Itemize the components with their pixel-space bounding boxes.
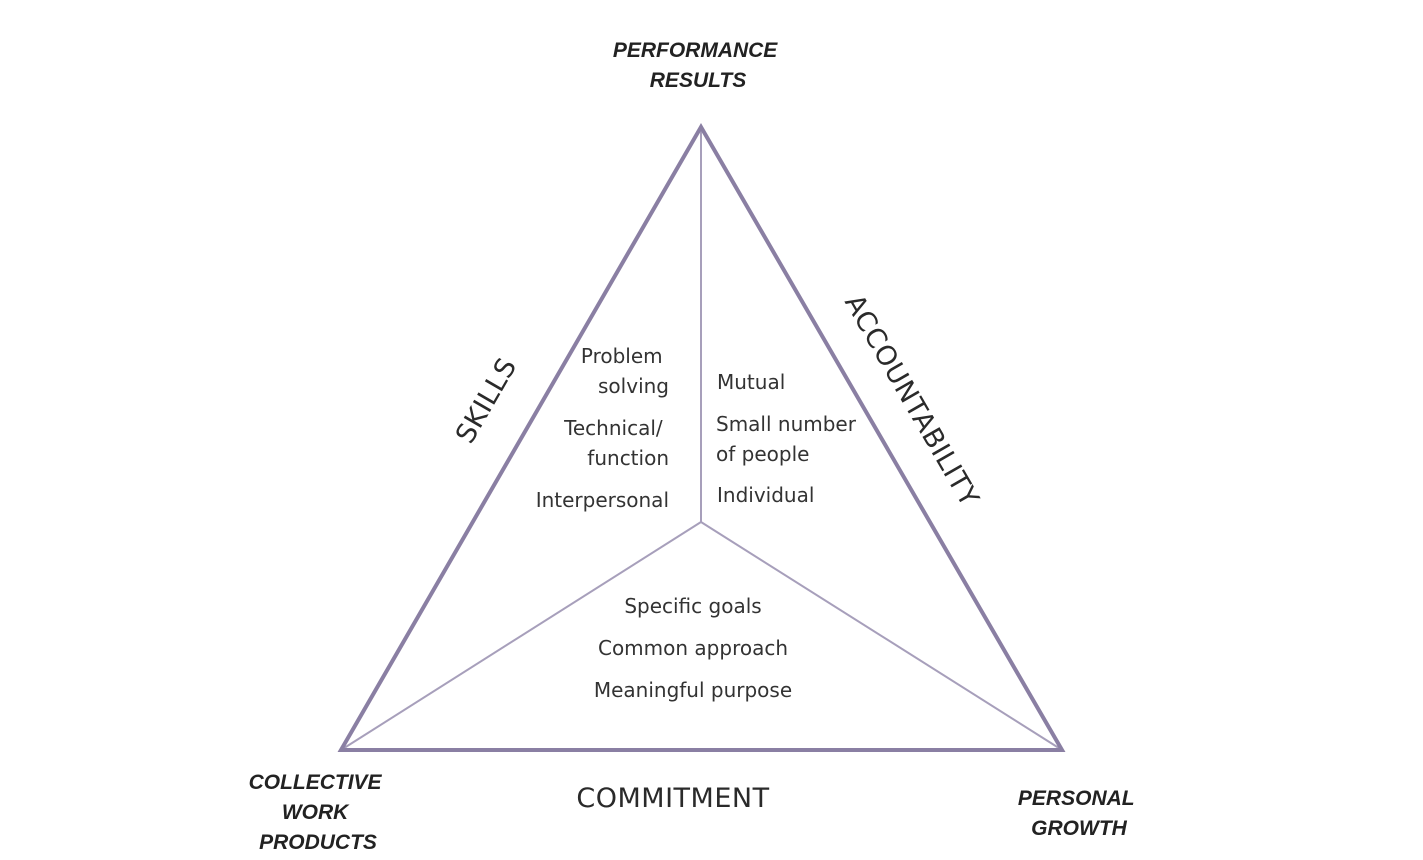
accountability-item-small-number-line-1: Small number [716,412,857,436]
side-label-skills: SKILLS [450,353,523,449]
skills-item-problem-solving: Problem solving [581,344,669,398]
corner-label-bottom-right: PERSONAL GROWTH [1018,787,1140,840]
commitment-item-meaningful-purpose: Meaningful purpose [594,678,792,702]
outer-triangle [337,123,1066,752]
accountability-item-small-number-line-2: of people [716,442,809,466]
corner-label-top: PERFORMANCE RESULTS [613,39,783,92]
commitment-item-meaningful-purpose-line-1: Meaningful purpose [594,678,792,702]
skills-item-problem-solving-line-1: Problem [581,344,663,368]
accountability-item-mutual-line-1: Mutual [717,370,785,394]
skills-item-interpersonal-line-1: Interpersonal [536,488,669,512]
accountability-item-mutual: Mutual [717,370,785,394]
corner-label-bottom-left-line-2: WORK [282,801,350,824]
accountability-item-small-number: Small number of people [716,412,862,466]
accountability-item-individual-line-1: Individual [717,483,814,507]
corner-label-top-line-1: PERFORMANCE [613,39,778,62]
skills-item-problem-solving-line-2: solving [598,374,669,398]
corner-label-bottom-right-line-1: PERSONAL [1018,787,1134,810]
skills-item-technical-function-line-1: Technical/ [563,416,663,440]
corner-label-bottom-left: COLLECTIVE WORK PRODUCTS [249,771,388,854]
commitment-item-common-approach: Common approach [598,636,788,660]
commitment-item-specific-goals-line-1: Specific goals [624,594,761,618]
commitment-item-common-approach-line-1: Common approach [598,636,788,660]
accountability-item-individual: Individual [717,483,814,507]
corner-label-top-line-2: RESULTS [650,69,746,92]
divider-center-to-bottom-right [700,521,1063,751]
corner-label-bottom-left-line-3: PRODUCTS [259,831,377,854]
skills-item-technical-function-line-2: function [587,446,669,470]
divider-center-to-bottom-left [340,521,702,751]
side-label-commitment: COMMITMENT [576,783,769,814]
corner-label-bottom-right-line-2: GROWTH [1031,817,1127,840]
commitment-item-specific-goals: Specific goals [624,594,761,618]
corner-label-bottom-left-line-1: COLLECTIVE [249,771,383,794]
skills-item-technical-function: Technical/ function [563,416,669,470]
skills-item-interpersonal: Interpersonal [536,488,669,512]
